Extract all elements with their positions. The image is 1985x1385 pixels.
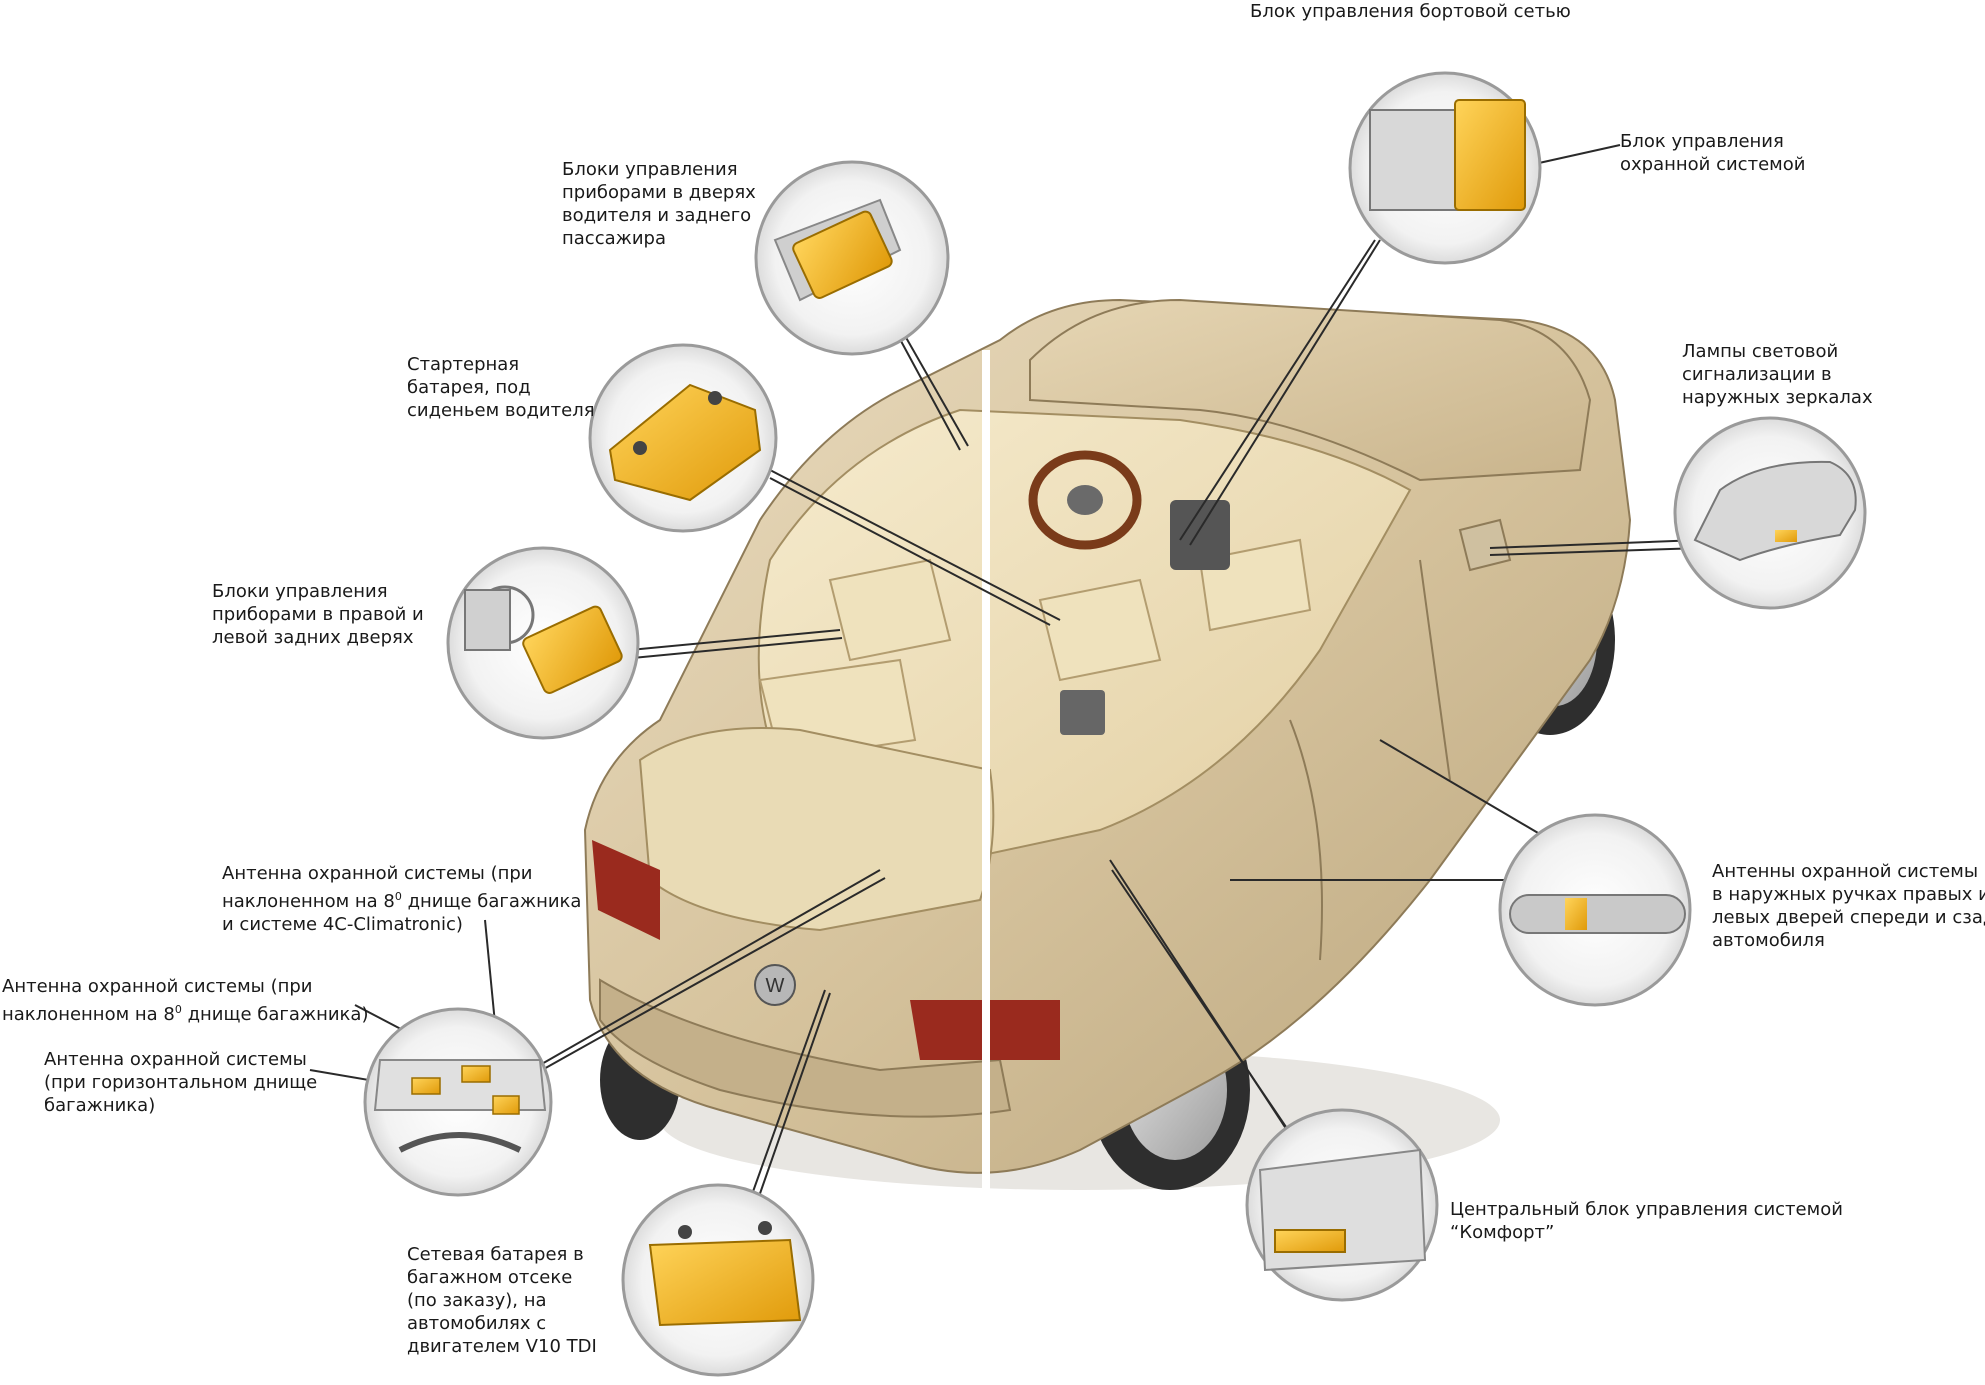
label-anti-theft-cu: Блок управления охранной системой <box>1620 131 1806 175</box>
label-starter-battery: Стартерная батарея, под сиденьем водител… <box>407 354 595 421</box>
center-console <box>1170 500 1230 570</box>
car-seats <box>758 538 1312 762</box>
antenna-8deg-component <box>461 1065 491 1083</box>
gear-console <box>1060 690 1105 735</box>
lens-front-door-cu <box>754 160 950 356</box>
side-mirror <box>1458 518 1512 572</box>
brand-logo: W <box>754 964 796 1006</box>
label-front-door-cu: Блоки управления приборами в дверях води… <box>562 159 756 249</box>
mirror-component <box>1693 460 1857 562</box>
rear-bumper <box>599 978 1012 1118</box>
label-network-battery: Сетевая батарея в багажном отсеке (по за… <box>407 1244 597 1357</box>
label-mirror-lamps: Лампы световой сигнализации в наружных з… <box>1682 341 1873 408</box>
mirror-lamp-component <box>1775 530 1797 542</box>
lens-starter-battery <box>588 343 778 533</box>
svg-text:W: W <box>766 975 785 997</box>
antenna-horizontal-component <box>411 1077 441 1095</box>
lens-rear-door-cu <box>446 546 640 740</box>
door-seams <box>1289 559 1451 961</box>
leader-lines <box>309 144 1703 1206</box>
label-rear-door-cu: Блоки управления приборами в правой и ле… <box>212 581 424 648</box>
car-roof <box>1029 298 1592 482</box>
label-onboard-supply-cu: Блок управления бортовой сетью <box>1250 1 1571 22</box>
label-comfort-cu: Центральный блок управления системой “Ко… <box>1450 1199 1843 1243</box>
lens-trunk-antennas <box>363 1007 553 1197</box>
lens-comfort-cu <box>1245 1108 1439 1302</box>
front-door-cu-component <box>792 210 893 299</box>
label-antenna-4c: Антенна охранной системы (при наклоненно… <box>222 863 582 935</box>
network-battery-component <box>648 1238 802 1327</box>
comfort-cu-component <box>1274 1229 1346 1253</box>
door-handle-component <box>1509 894 1686 934</box>
antenna-4c-component <box>492 1095 520 1115</box>
rear-door-cu-component <box>522 605 623 694</box>
lens-onboard-supply-cu <box>1348 71 1542 265</box>
car-illustration: W <box>583 298 1632 1385</box>
lens-mirror-lamps <box>1673 416 1867 610</box>
starter-battery-component <box>608 383 762 502</box>
car-trunk <box>638 727 995 932</box>
lens-network-battery <box>621 1183 815 1377</box>
steering-wheel <box>1028 450 1142 550</box>
label-door-handle-antennas: Антенны охранной системы в наружных ручк… <box>1712 861 1985 951</box>
lens-door-handle-antenna <box>1498 813 1692 1007</box>
anti-theft-cu-component <box>1454 99 1526 211</box>
label-antenna-horizontal: Антенна охранной системы (при горизонтал… <box>44 1049 318 1116</box>
label-antenna-8deg: Антенна охранной системы (при наклоненно… <box>2 976 369 1025</box>
tail-light-left <box>592 840 660 940</box>
handle-antenna-component <box>1565 898 1587 930</box>
split-divider <box>982 350 990 1385</box>
